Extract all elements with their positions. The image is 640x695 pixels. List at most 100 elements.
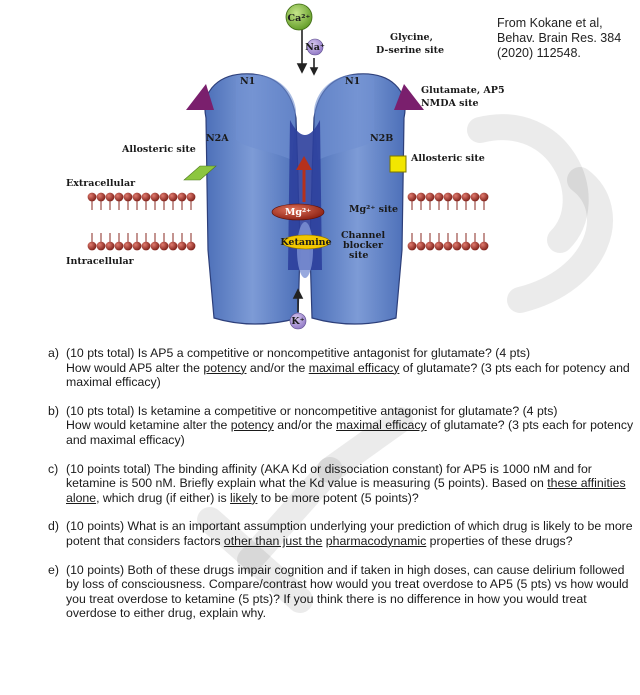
mg-site-label: Mg²⁺ site bbox=[349, 204, 398, 215]
sodium-ion bbox=[306, 38, 324, 56]
question-text: (10 pts total) Is ketamine a competitive… bbox=[66, 403, 558, 418]
membrane-head bbox=[159, 192, 169, 202]
membrane-head bbox=[461, 192, 471, 202]
ketamine-molecule bbox=[281, 234, 331, 250]
allosteric-site-left-marker bbox=[183, 165, 217, 181]
membrane-head bbox=[434, 192, 444, 202]
nmda-receptor-figure: Ca²⁺ Na⁺ K⁺ Mg²⁺ Ketamine N1 N1 N2A N2B … bbox=[66, 3, 505, 330]
membrane-head bbox=[416, 241, 426, 251]
membrane-head bbox=[407, 192, 417, 202]
question-text: , which drug (if either) is bbox=[96, 490, 231, 505]
citation-line-3: (2020) 112548. bbox=[497, 46, 581, 60]
membrane-head bbox=[114, 241, 124, 251]
question-text: and/or the bbox=[246, 360, 309, 375]
question-text: and/or the bbox=[273, 418, 337, 433]
membrane-head bbox=[87, 241, 97, 251]
receptor-right-subunits bbox=[309, 73, 406, 325]
ion-flow-arrows bbox=[292, 26, 319, 312]
magnesium-ion bbox=[271, 203, 325, 221]
citation-line-1: From Kokane et al, bbox=[497, 16, 603, 30]
membrane-head bbox=[461, 241, 471, 251]
membrane-head bbox=[96, 192, 106, 202]
question-text: of glutamate? (3 pts each for potency an… bbox=[66, 360, 630, 390]
underlined-term: maximal efficacy bbox=[308, 360, 400, 375]
channel-blocker-label-3: site bbox=[349, 250, 368, 261]
membrane-head bbox=[123, 241, 133, 251]
underlined-term: potency bbox=[230, 418, 274, 433]
membrane-head bbox=[479, 241, 489, 251]
membrane-head bbox=[470, 192, 480, 202]
membrane-head bbox=[452, 192, 462, 202]
membrane-head bbox=[150, 241, 160, 251]
membrane-head bbox=[177, 241, 187, 251]
question-text: How would ketamine alter the bbox=[66, 418, 231, 433]
membrane-head bbox=[105, 241, 115, 251]
intracellular-label: Intracellular bbox=[66, 256, 135, 267]
potassium-ion bbox=[289, 312, 307, 330]
underlined-term: maximal efficacy bbox=[336, 418, 427, 433]
membrane-head bbox=[132, 241, 142, 251]
question-b: b) (10 pts total) Is ketamine a competit… bbox=[48, 404, 636, 448]
question-text: (10 points total) The binding affinity (… bbox=[66, 461, 592, 491]
membrane-head bbox=[141, 241, 151, 251]
question-letter: e) bbox=[48, 562, 59, 577]
membrane-head bbox=[434, 241, 444, 251]
membrane-head bbox=[105, 192, 115, 202]
membrane-head bbox=[177, 192, 187, 202]
membrane-head bbox=[141, 192, 151, 202]
calcium-ion bbox=[285, 3, 313, 31]
citation-line-2: Behav. Brain Res. 384 bbox=[497, 31, 622, 45]
sodium-ion-label: Na⁺ bbox=[305, 42, 325, 53]
glutamate-site-right bbox=[394, 84, 424, 110]
membrane-head bbox=[425, 241, 435, 251]
n2b-label: N2B bbox=[370, 133, 393, 144]
membrane-head bbox=[407, 241, 417, 251]
receptor-left-subunits bbox=[204, 73, 301, 325]
question-letter: b) bbox=[48, 403, 59, 418]
membrane-head bbox=[168, 192, 178, 202]
question-text: of glutamate? (3 pts each for potency an… bbox=[66, 418, 634, 447]
glutamate-site-left bbox=[186, 84, 214, 110]
calcium-ion-label: Ca²⁺ bbox=[288, 13, 311, 24]
question-letter: c) bbox=[48, 461, 59, 476]
allosteric-site-right-label: Allosteric site bbox=[410, 153, 485, 164]
question-text: (10 points) What is an important assumpt… bbox=[66, 519, 633, 548]
membrane-head bbox=[87, 192, 97, 202]
question-c: c) (10 points total) The binding affinit… bbox=[48, 462, 636, 506]
question-text: (10 points) Both of these drugs impair c… bbox=[66, 562, 629, 621]
mg-unblock-arrow bbox=[296, 156, 312, 202]
channel-blocker-label-2: blocker bbox=[343, 240, 384, 251]
membrane-head bbox=[443, 241, 453, 251]
membrane-head bbox=[96, 241, 106, 251]
question-d: d) (10 points) What is an important assu… bbox=[48, 519, 636, 548]
cell-membrane bbox=[87, 192, 489, 251]
question-a: a) (10 pts total) Is AP5 a competitive o… bbox=[48, 346, 636, 390]
n2a-label: N2A bbox=[206, 133, 229, 144]
underlined-term: pharmacodynamic bbox=[325, 533, 427, 548]
question-text: (10 pts total) Is AP5 a competitive or n… bbox=[66, 346, 531, 360]
n1-right-label: N1 bbox=[345, 76, 360, 87]
membrane-head bbox=[123, 192, 133, 202]
membrane-head bbox=[150, 192, 160, 202]
n1-left-label: N1 bbox=[240, 76, 255, 87]
question-e: e) (10 points) Both of these drugs impai… bbox=[48, 563, 636, 621]
membrane-head bbox=[114, 192, 124, 202]
channel-blocker-label-1: Channel bbox=[341, 230, 385, 241]
citation: From Kokane et al, Behav. Brain Res. 384… bbox=[497, 16, 637, 61]
membrane-head bbox=[132, 192, 142, 202]
underlined-term: potency bbox=[203, 360, 247, 375]
question-text: How would AP5 alter the bbox=[66, 360, 204, 375]
underlined-term: likely bbox=[230, 490, 258, 505]
membrane-head bbox=[416, 192, 426, 202]
glycine-site-label-2: D-serine site bbox=[376, 45, 444, 56]
membrane-head bbox=[452, 241, 462, 251]
magnesium-ion-label: Mg²⁺ bbox=[285, 207, 311, 218]
question-text: to be more potent (5 points)? bbox=[257, 490, 419, 505]
membrane-head bbox=[443, 192, 453, 202]
question-letter: a) bbox=[48, 346, 59, 360]
glutamate-site-label-2: NMDA site bbox=[421, 98, 479, 109]
glutamate-site-label-1: Glutamate, AP5 bbox=[421, 85, 505, 96]
question-text: properties of these drugs? bbox=[426, 533, 573, 548]
underlined-term: other than just the bbox=[223, 533, 323, 548]
membrane-head bbox=[479, 192, 489, 202]
